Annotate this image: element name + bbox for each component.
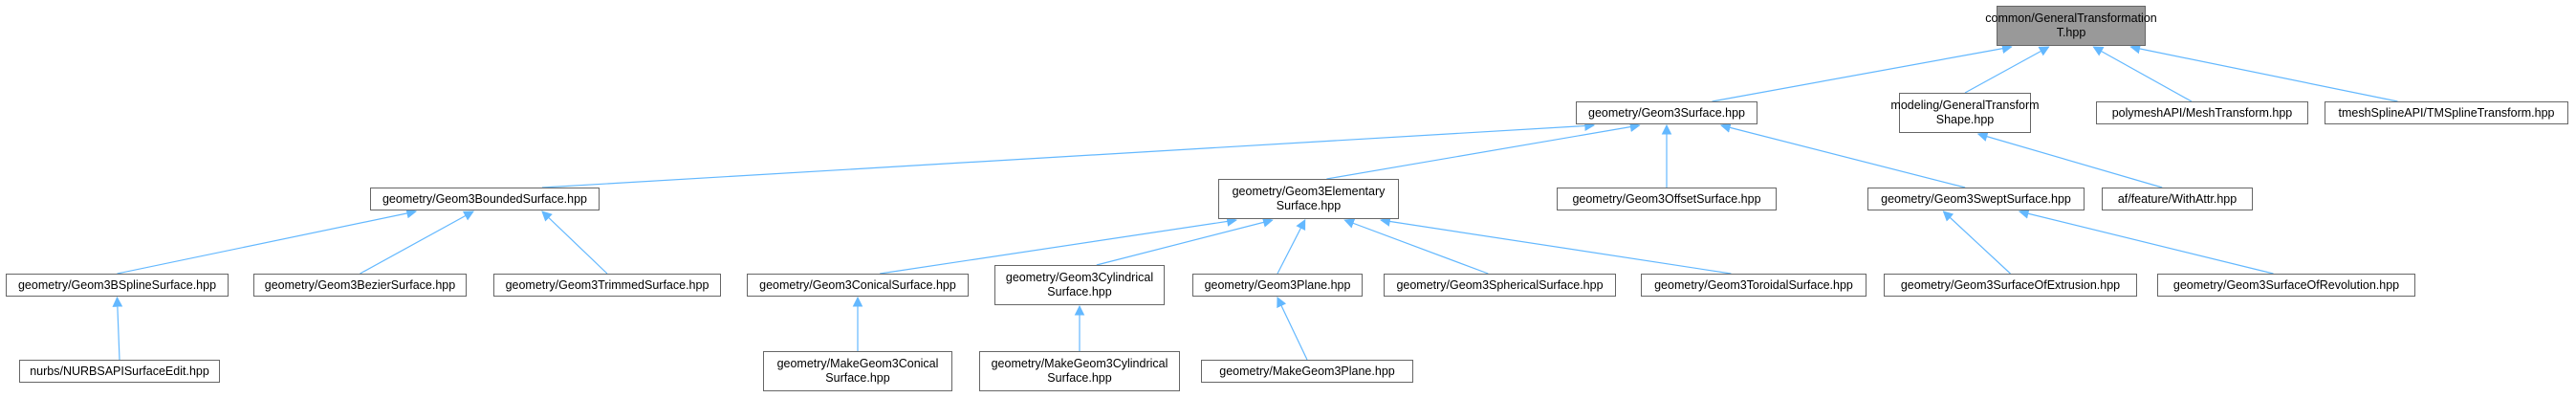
edge-spherical-to-elementary xyxy=(1343,218,1489,275)
node-make-geom3-plane[interactable]: geometry/MakeGeom3Plane.hpp xyxy=(1201,360,1413,383)
node-label-line: geometry/Geom3ConicalSurface.hpp xyxy=(759,277,956,292)
node-label-line: Surface.hpp xyxy=(1047,371,1112,385)
node-label-line: geometry/Geom3OffsetSurface.hpp xyxy=(1572,191,1761,206)
node-label-line: geometry/Geom3Surface.hpp xyxy=(1588,105,1745,120)
node-make-geom3-cylindrical-surface[interactable]: geometry/MakeGeom3Cylindrical Surface.hp… xyxy=(979,351,1180,391)
node-geom3-cylindrical-surface[interactable]: geometry/Geom3Cylindrical Surface.hpp xyxy=(994,265,1165,305)
node-label-line: geometry/MakeGeom3Conical xyxy=(776,357,939,370)
node-modeling-general-transform-shape[interactable]: modeling/GeneralTransform Shape.hpp xyxy=(1890,93,2040,133)
edge-bounded-to-surface xyxy=(541,121,1596,188)
edge-revolution-to-swept xyxy=(2018,209,2274,275)
edge-conical-to-elementary xyxy=(880,216,1237,275)
edge-nurbsedit-to-bspline xyxy=(112,296,123,361)
node-label-line: Surface.hpp xyxy=(825,371,890,385)
node-label-line: Surface.hpp xyxy=(1276,199,1342,212)
node-label-line: geometry/Geom3Elementary xyxy=(1232,185,1386,198)
node-geom3-elementary-surface[interactable]: geometry/Geom3Elementary Surface.hpp xyxy=(1218,179,1399,219)
edge-tspline-to-root xyxy=(2129,43,2398,102)
node-geom3-bezier-surface[interactable]: geometry/Geom3BezierSurface.hpp xyxy=(253,274,467,297)
node-nurbs-surface-edit[interactable]: nurbs/NURBSAPISurfaceEdit.hpp xyxy=(19,360,220,383)
node-label-line: geometry/Geom3SurfaceOfExtrusion.hpp xyxy=(1900,277,2121,292)
node-geom3-swept-surface[interactable]: geometry/Geom3SweptSurface.hpp xyxy=(1867,188,2085,210)
node-tmspline-transform[interactable]: tmeshSplineAPI/TMSplineTransform.hpp xyxy=(2325,101,2568,124)
node-label-line: T.hpp xyxy=(2056,26,2086,39)
node-geom3-bounded-surface[interactable]: geometry/Geom3BoundedSurface.hpp xyxy=(370,188,600,210)
node-label-line: Surface.hpp xyxy=(1047,285,1112,298)
edge-meshtr-to-root xyxy=(2092,46,2193,102)
node-label-line: geometry/MakeGeom3Cylindrical xyxy=(991,357,1168,370)
edge-cylindrical-to-elementary xyxy=(1096,217,1274,266)
node-label-line: geometry/Geom3ToroidalSurface.hpp xyxy=(1654,277,1853,292)
node-label-line: modeling/GeneralTransform xyxy=(1890,99,2040,112)
node-geom3-surface-of-extrusion[interactable]: geometry/Geom3SurfaceOfExtrusion.hpp xyxy=(1884,274,2137,297)
edge-modshape-to-root xyxy=(1964,46,2050,94)
node-make-geom3-conical-surface[interactable]: geometry/MakeGeom3Conical Surface.hpp xyxy=(763,351,952,391)
node-geom3-trimmed-surface[interactable]: geometry/Geom3TrimmedSurface.hpp xyxy=(493,274,721,297)
node-geom3-conical-surface[interactable]: geometry/Geom3ConicalSurface.hpp xyxy=(747,274,969,297)
edge-swept-to-surface xyxy=(1719,122,1966,188)
node-label-line: geometry/Geom3Cylindrical xyxy=(1005,271,1154,284)
node-geom3-toroidal-surface[interactable]: geometry/Geom3ToroidalSurface.hpp xyxy=(1641,274,1867,297)
node-label-line: af/feature/WithAttr.hpp xyxy=(2117,191,2238,206)
node-geom3-surface[interactable]: geometry/Geom3Surface.hpp xyxy=(1576,101,1757,124)
edge-elementary-to-surface xyxy=(1326,122,1641,180)
edge-toroidal-to-elementary xyxy=(1380,216,1732,275)
node-label-line: geometry/Geom3BSplineSurface.hpp xyxy=(17,277,217,292)
node-label-line: geometry/MakeGeom3Plane.hpp xyxy=(1219,364,1395,378)
node-label-line: geometry/Geom3SurfaceOfRevolution.hpp xyxy=(2172,277,2400,292)
edge-bspline-to-bounded xyxy=(117,208,418,275)
node-geom3-plane[interactable]: geometry/Geom3Plane.hpp xyxy=(1192,274,1363,297)
node-label-line: geometry/Geom3SweptSurface.hpp xyxy=(1881,191,2071,206)
edge-bezier-to-bounded xyxy=(360,210,474,275)
node-label-line: tmeshSplineAPI/TMSplineTransform.hpp xyxy=(2338,105,2555,120)
edge-mkplane-to-plane xyxy=(1277,297,1308,361)
node-label-line: geometry/Geom3BezierSurface.hpp xyxy=(264,277,456,292)
edge-extrusion-to-swept xyxy=(1942,210,2011,275)
node-polymesh-mesh-transform[interactable]: polymeshAPI/MeshTransform.hpp xyxy=(2096,101,2308,124)
node-label-line: geometry/Geom3TrimmedSurface.hpp xyxy=(505,277,709,292)
node-label-line: nurbs/NURBSAPISurfaceEdit.hpp xyxy=(30,364,209,378)
node-geom3-spherical-surface[interactable]: geometry/Geom3SphericalSurface.hpp xyxy=(1384,274,1616,297)
node-af-feature-with-attr[interactable]: af/feature/WithAttr.hpp xyxy=(2102,188,2253,210)
node-root-general-transformation[interactable]: common/GeneralTransformation T.hpp xyxy=(1985,6,2157,46)
node-label-line: geometry/Geom3SphericalSurface.hpp xyxy=(1396,277,1604,292)
edge-plane-to-elementary xyxy=(1277,219,1306,275)
node-label-line: common/GeneralTransformation xyxy=(1985,11,2157,25)
node-label-line: geometry/Geom3BoundedSurface.hpp xyxy=(382,191,588,206)
edge-withattr-to-modshape xyxy=(1976,131,2163,188)
node-label-line: geometry/Geom3Plane.hpp xyxy=(1204,277,1351,292)
edge-surface-to-root xyxy=(1712,43,2013,102)
node-geom3-surface-of-revolution[interactable]: geometry/Geom3SurfaceOfRevolution.hpp xyxy=(2157,274,2415,297)
node-label-line: polymeshAPI/MeshTransform.hpp xyxy=(2111,105,2293,120)
node-geom3-bspline-surface[interactable]: geometry/Geom3BSplineSurface.hpp xyxy=(6,274,229,297)
node-geom3-offset-surface[interactable]: geometry/Geom3OffsetSurface.hpp xyxy=(1557,188,1777,210)
edge-trimmed-to-bounded xyxy=(541,210,608,275)
node-label-line: Shape.hpp xyxy=(1935,113,1995,126)
